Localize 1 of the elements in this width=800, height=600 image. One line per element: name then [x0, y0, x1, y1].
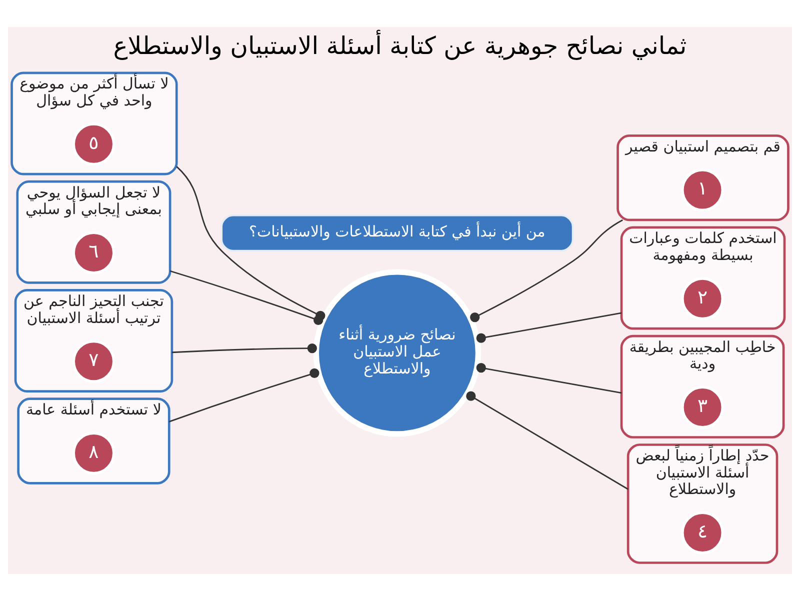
diagram-title: ثماني نصائح جوهرية عن كتابة أسئلة الاستبيان والاستطلاع [113, 30, 687, 60]
